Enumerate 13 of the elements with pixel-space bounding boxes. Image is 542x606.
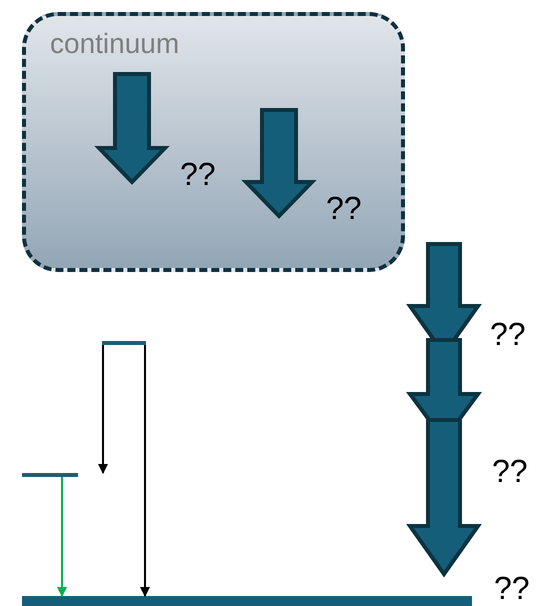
- transition-line: [57, 477, 67, 597]
- continuum-region: [22, 12, 405, 272]
- ground-level: [22, 596, 472, 606]
- transition-label: ??: [490, 318, 526, 350]
- transition-label: ??: [180, 158, 216, 190]
- transition-label: ??: [326, 192, 362, 224]
- transition-label: ??: [492, 455, 528, 487]
- transition-label: ??: [494, 572, 530, 604]
- transition-line: [98, 345, 108, 474]
- energy-level: [102, 341, 146, 345]
- region-title: continuum: [50, 28, 180, 60]
- energy-level: [22, 473, 78, 477]
- transition-line: [140, 345, 150, 597]
